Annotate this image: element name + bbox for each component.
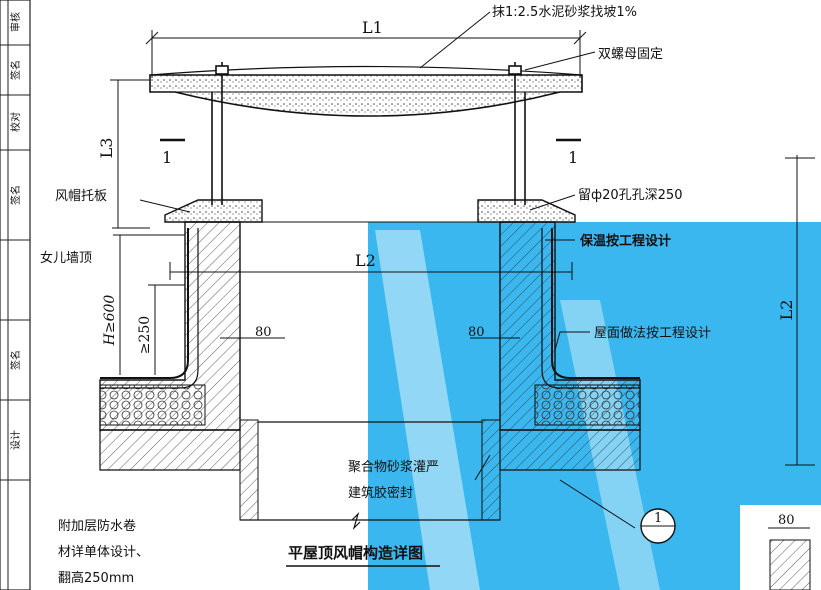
strip-cell-1: 审核 [9,12,22,32]
grout-note-2: 建筑胶密封 [348,485,413,501]
detail-callout: 1 [640,508,676,544]
strip-cell-2: 校对 [9,112,22,132]
hood-support-plate [164,199,576,223]
svg-text:1: 1 [568,148,578,167]
dim-80-bottom: 80 [778,513,795,528]
title-block-strip: 审核 校对 设计 签名 签名 签名 [0,0,31,590]
slope-note: 抹1:2.5水泥砂浆找坡1% [492,5,637,20]
extra-layer-note-2: 材详单体设计、 [58,545,149,560]
strip-cell-5: 签名 [9,185,22,205]
duct-opening [240,421,500,531]
insulation-note: 保温按工程设计 [579,233,671,249]
dim-l1-label: L1 [362,18,383,37]
section-mark-left: 1 [160,138,185,167]
extra-layer-note-3: 翻高250mm [58,570,134,586]
dim-l3-label: L3 [97,138,116,159]
dim-l2-label: L2 [355,251,376,270]
strip-cell-3: 设计 [9,430,22,450]
section-mark-right: 1 [556,138,581,167]
bolts [211,62,526,205]
dim-80-left: 80 [255,325,272,340]
dim-l3 [110,79,150,229]
double-nut-note: 双螺母固定 [598,47,663,62]
svg-text:1: 1 [654,511,662,526]
roof-method-note: 屋面做法按工程设计 [594,326,711,341]
grout-note-1: 聚合物砂浆灌严 [348,460,439,475]
svg-text:1: 1 [162,148,172,167]
dim-l2 [169,262,573,280]
hole-note: 留ф20孔孔深250 [578,188,682,203]
strip-cell-6: 签名 [9,350,22,370]
detail-fragment: 80 [768,513,811,590]
extra-layer-note-1: 附加层防水卷 [58,518,136,534]
leader-lines [139,11,636,529]
dim-250: ≥250 [137,316,153,354]
left-wall-section [99,221,259,521]
dim-l2-right-label: L2 [777,300,796,321]
parapet-top-label: 女儿墙顶 [40,250,92,266]
dim-h600: H≥600 [102,295,118,347]
dim-l1 [145,30,587,78]
hood-plate-label: 风帽托板 [55,188,107,204]
strip-cell-4: 签名 [9,60,22,80]
drawing-title: 平屋顶风帽构造详图 [288,544,423,562]
dim-height [113,234,185,375]
dim-l2-right [785,155,815,466]
dim-80-right: 80 [468,325,485,340]
blue-backdrop [368,222,821,590]
right-wall-section [481,221,641,521]
